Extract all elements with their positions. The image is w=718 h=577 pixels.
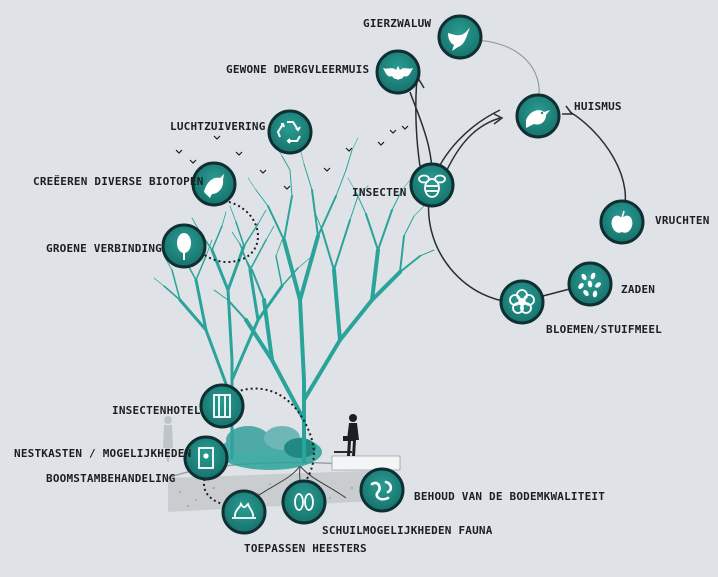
sparrow-icon bbox=[526, 110, 550, 128]
insecten-node bbox=[409, 162, 455, 208]
dwergvleermuis-node bbox=[375, 49, 421, 95]
label-schuil: SCHUILMOGELIJKHEDEN FAUNA bbox=[322, 524, 493, 537]
schuil-node bbox=[281, 479, 327, 525]
label-huismus: HUISMUS bbox=[574, 100, 622, 113]
trees bbox=[153, 137, 435, 464]
zaden-node bbox=[567, 261, 613, 307]
vruchten-node bbox=[599, 199, 645, 245]
bloemen-node bbox=[499, 279, 545, 325]
shrub-icon bbox=[232, 501, 256, 519]
label-nestkasten: NESTKASTEN / MOGELIJKHEDEN bbox=[14, 447, 192, 460]
verbinding-node bbox=[161, 223, 207, 269]
label-verbinding: GROENE VERBINDING bbox=[46, 242, 162, 255]
recycle-icon bbox=[276, 121, 301, 144]
huismus-node bbox=[515, 93, 561, 139]
label-insectenhotel: INSECTENHOTEL bbox=[112, 404, 201, 417]
label-bodem: BEHOUD VAN DE BODEMKWALITEIT bbox=[414, 490, 606, 503]
swallow-icon bbox=[448, 27, 470, 51]
insectenhotel-node bbox=[199, 383, 245, 429]
insect-hotel-icon bbox=[213, 394, 231, 418]
person-silhouette bbox=[343, 414, 359, 456]
icon-nodes bbox=[161, 14, 645, 535]
seeds-icon bbox=[578, 272, 601, 298]
label-boomstam: BOOMSTAMBEHANDELING bbox=[46, 472, 176, 485]
shelter-icon bbox=[294, 493, 314, 511]
heesters-node bbox=[221, 489, 267, 535]
apple-icon bbox=[611, 210, 633, 233]
label-dwergvleermuis: GEWONE DWERGVLEERMUIS bbox=[226, 63, 370, 76]
biotopen-node bbox=[191, 161, 237, 207]
label-heesters: TOEPASSEN HEESTERS bbox=[244, 542, 367, 555]
gierzwaluw-node bbox=[437, 14, 483, 60]
ghost-person bbox=[163, 416, 173, 462]
bird-icon bbox=[204, 174, 224, 198]
tree-icon bbox=[177, 233, 191, 260]
soil-icon bbox=[370, 480, 393, 501]
label-zaden: ZADEN bbox=[621, 283, 656, 296]
luchtzuivering-node bbox=[267, 109, 313, 155]
bee-icon bbox=[418, 174, 446, 198]
nest-box-icon bbox=[198, 447, 214, 469]
label-bloemen: BLOEMEN/STUIFMEEL bbox=[546, 323, 662, 336]
label-insecten: INSECTEN bbox=[352, 186, 407, 199]
label-vruchten: VRUCHTEN bbox=[655, 214, 710, 227]
nestkasten-node bbox=[183, 435, 229, 481]
label-biotopen: CREËEREN DIVERSE BIOTOPEN bbox=[33, 175, 204, 188]
flying-birds bbox=[175, 125, 409, 190]
label-luchtzuivering: LUCHTZUIVERING bbox=[170, 120, 266, 133]
flower-icon bbox=[509, 289, 535, 314]
shrub-bed bbox=[218, 426, 322, 470]
bat-icon bbox=[383, 66, 413, 80]
label-gierzwaluw: GIERZWALUW bbox=[363, 17, 432, 30]
bodem-node bbox=[359, 467, 405, 513]
